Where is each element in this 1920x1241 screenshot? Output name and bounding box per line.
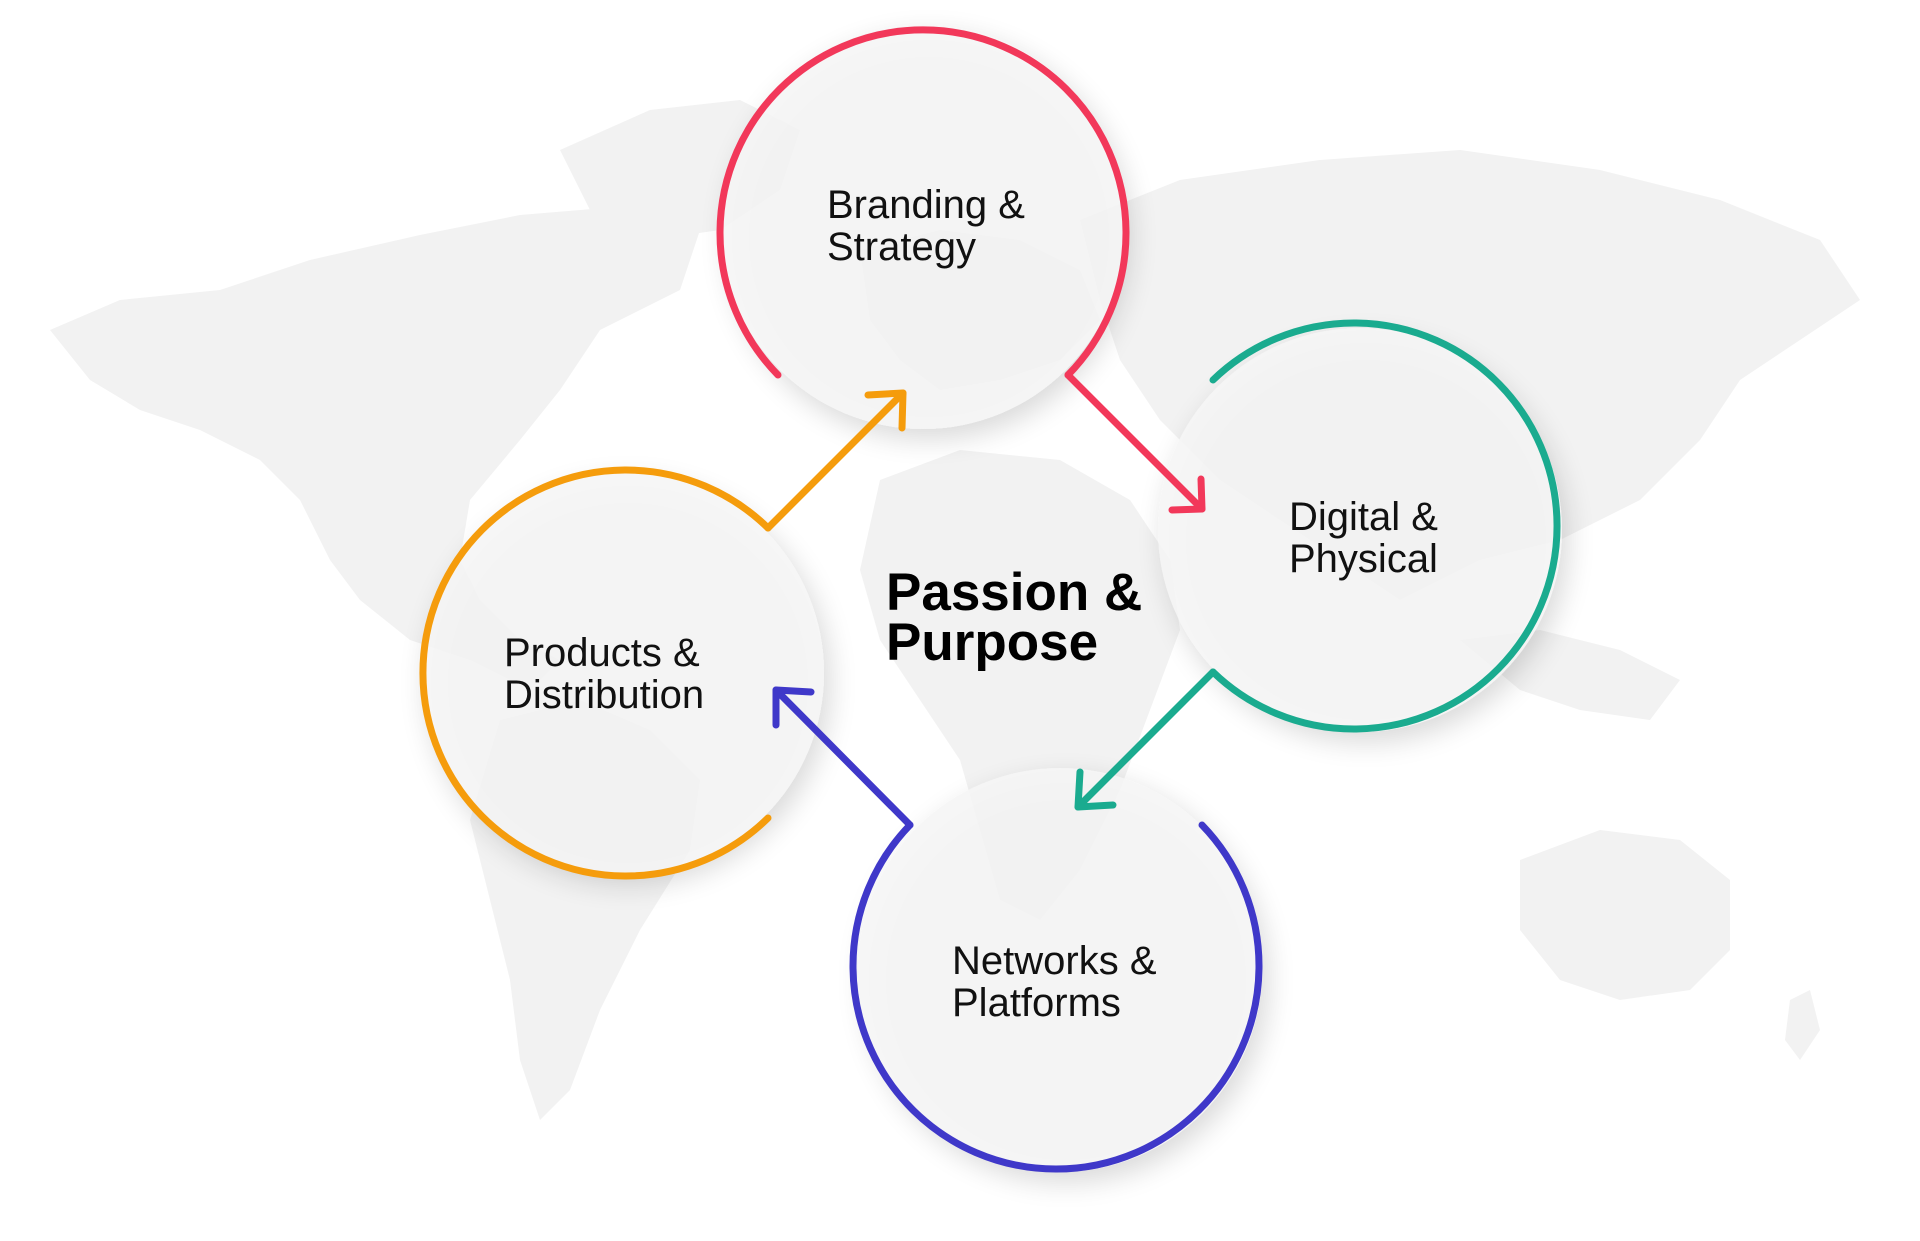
digital-label: Digital & Physical: [1289, 496, 1438, 580]
branding-arrow-line: [1064, 371, 1206, 513]
digital-circle-fill: [1158, 328, 1562, 732]
networks-label-line1: Networks &: [952, 939, 1157, 983]
center-title-line2: Purpose: [886, 613, 1099, 672]
arrow-head-icon: [1168, 475, 1206, 514]
products-label-line1: Products &: [504, 631, 700, 675]
networks-arc: [849, 821, 1263, 1173]
products-label: Products & Distribution: [504, 632, 704, 716]
arrow-head-icon: [772, 686, 815, 729]
products-arc: [419, 466, 772, 880]
products-arrow-line: [764, 389, 907, 532]
map-north-america: [50, 205, 700, 690]
networks-arrow-line: [772, 686, 914, 829]
center-title-line1: Passion &: [886, 563, 1143, 622]
map-australia: [1520, 830, 1730, 1000]
networks-label: Networks & Platforms: [952, 940, 1157, 1024]
products-label-line2: Distribution: [504, 673, 705, 717]
branding-label: Branding & Strategy: [827, 184, 1025, 268]
map-new-zealand: [1785, 990, 1820, 1060]
digital-arrow-line: [1074, 668, 1217, 811]
digital-node: [1074, 319, 1561, 811]
branding-circle-fill: [721, 25, 1125, 429]
center-title: Passion & Purpose: [886, 563, 1143, 672]
products-circle-fill: [420, 471, 824, 875]
networks-node: [772, 686, 1263, 1173]
digital-label-line2: Physical: [1289, 537, 1438, 581]
branding-label-line2: Strategy: [827, 225, 976, 269]
branding-node: [716, 26, 1206, 514]
products-node: [419, 389, 907, 880]
digital-label-line1: Digital &: [1289, 495, 1438, 539]
networks-circle-fill: [858, 768, 1262, 1172]
arrow-head-icon: [1074, 768, 1117, 811]
networks-label-line2: Platforms: [952, 981, 1121, 1025]
branding-arc: [716, 26, 1130, 379]
branding-label-line1: Branding &: [827, 183, 1025, 227]
circle-fills: [420, 25, 1562, 1172]
arrow-head-icon: [864, 389, 907, 432]
digital-arc: [1209, 319, 1561, 733]
